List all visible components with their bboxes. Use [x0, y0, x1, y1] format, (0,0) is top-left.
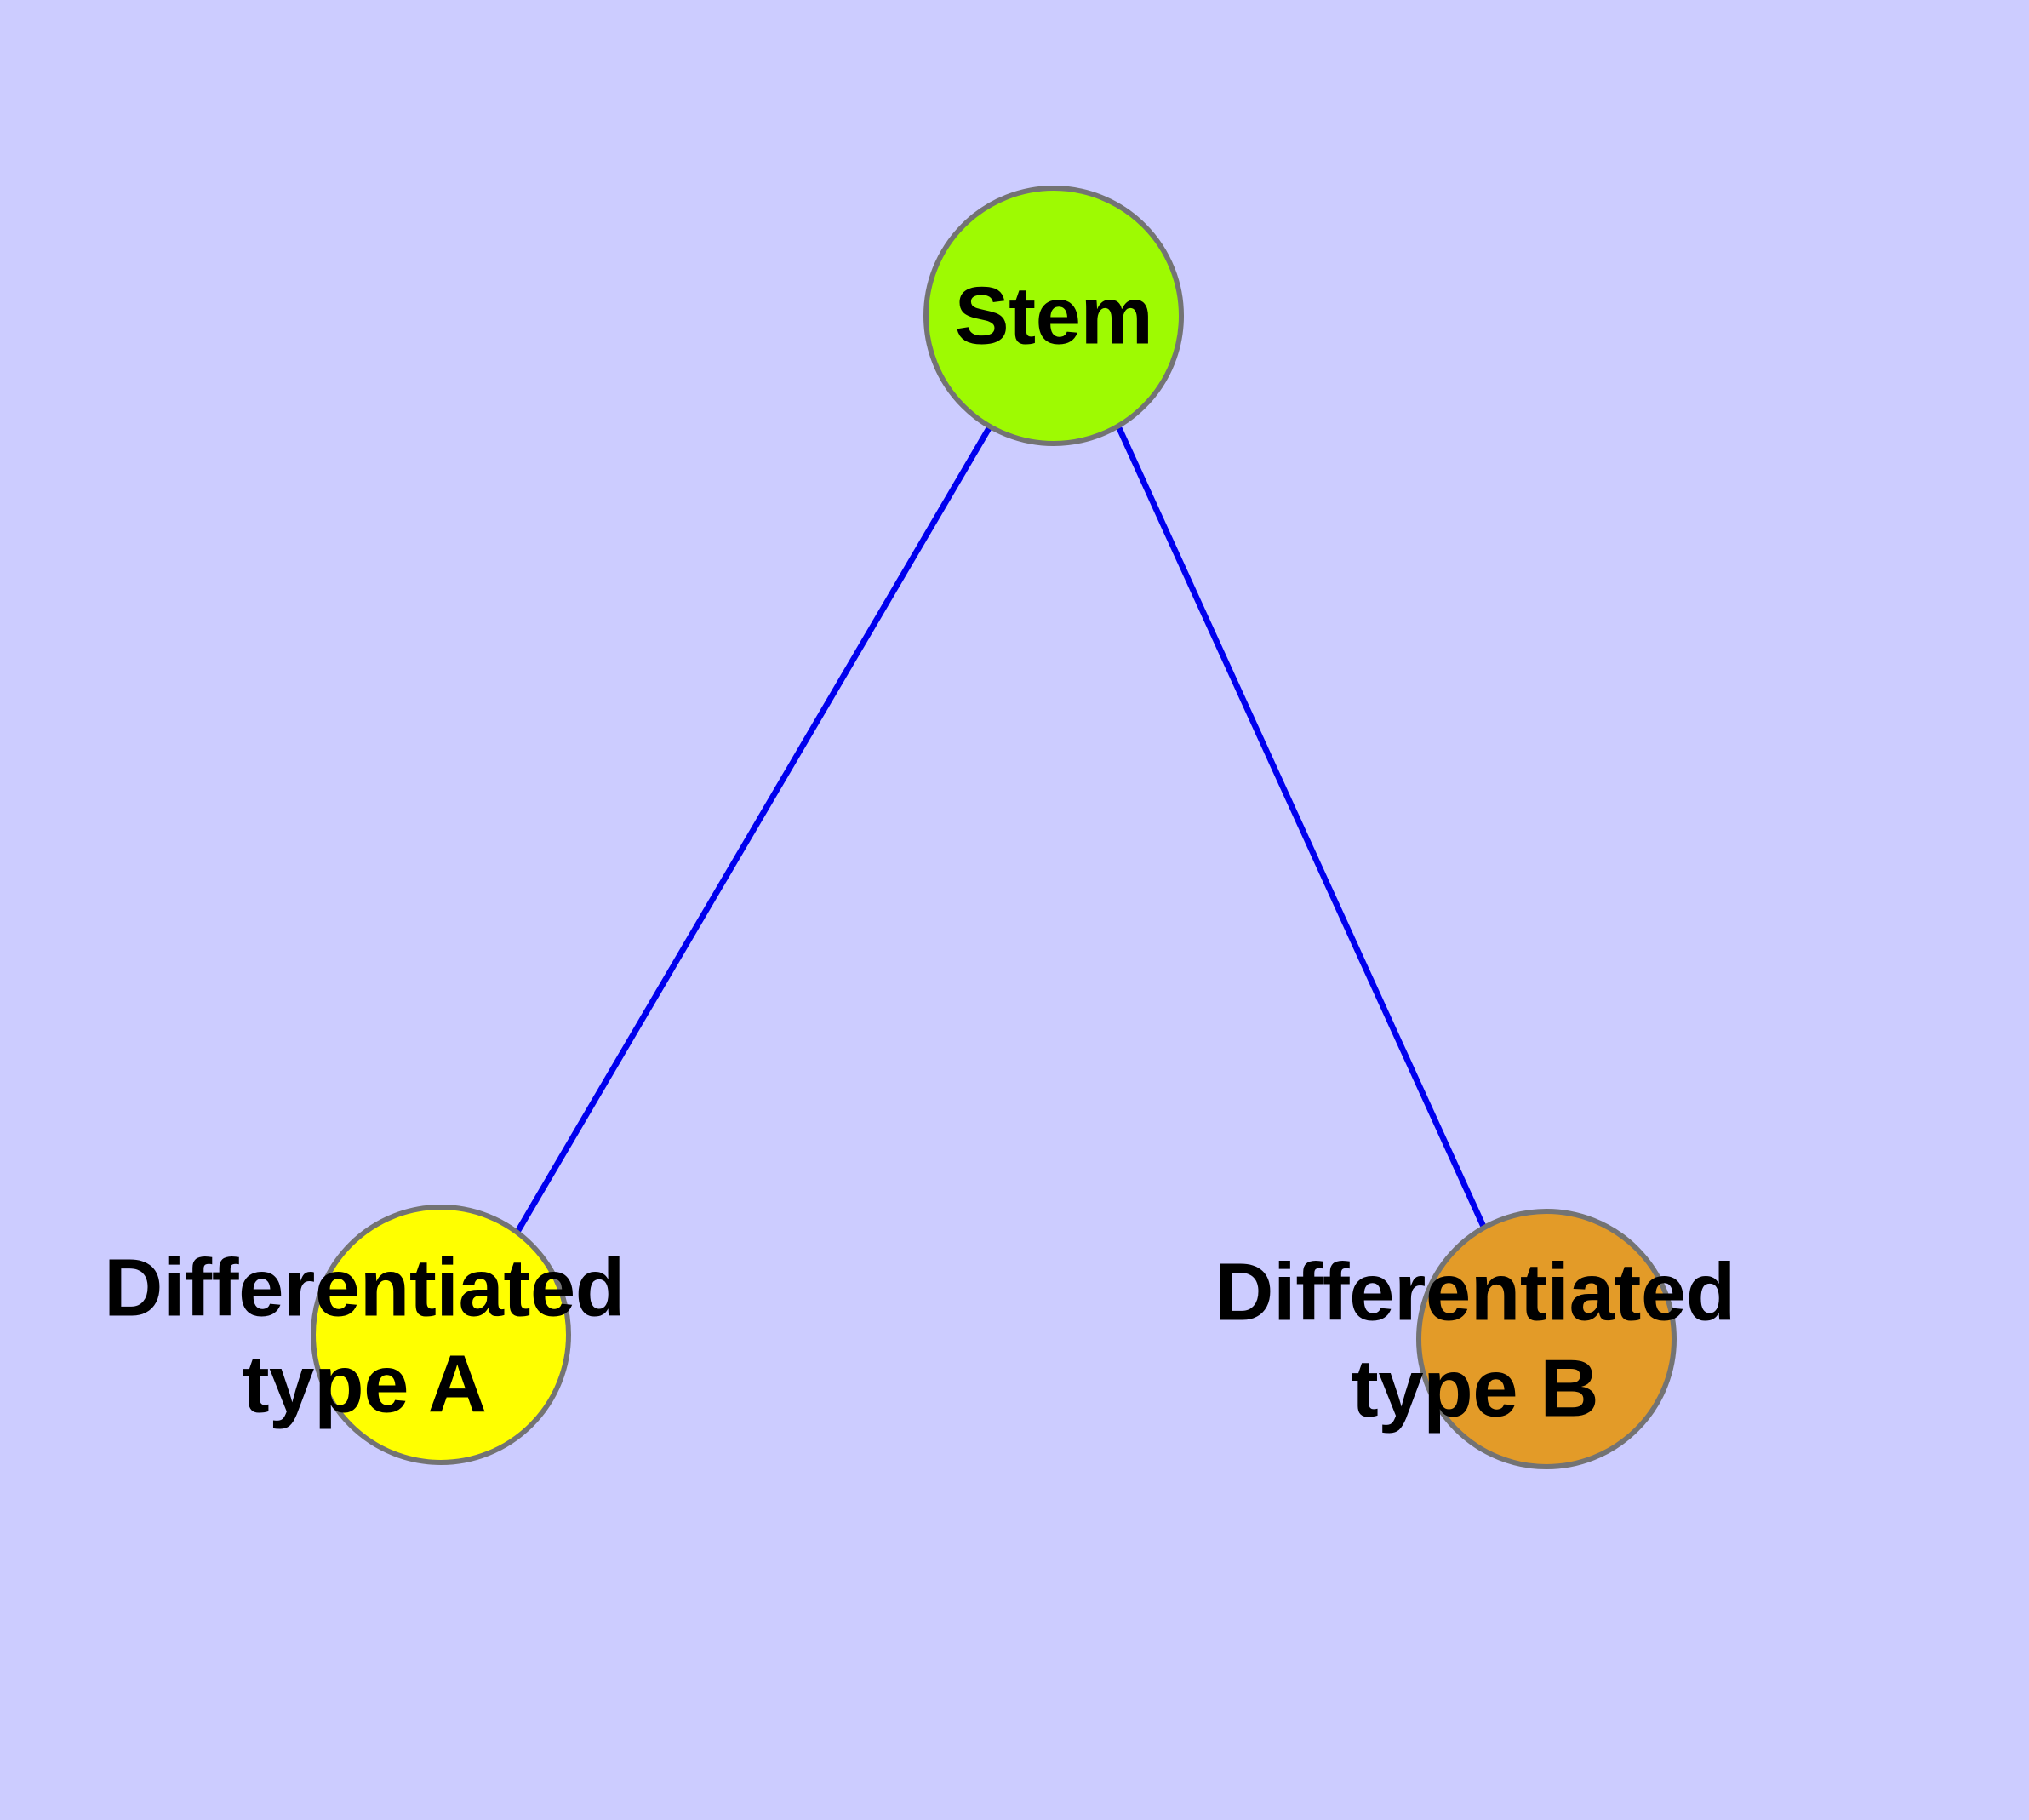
edges-group: [514, 426, 1488, 1233]
node-circle-differentiated-type-b[interactable]: [1416, 1209, 1677, 1469]
node-circle-stem[interactable]: [923, 186, 1184, 446]
edge-stem-to-type-a[interactable]: [514, 426, 992, 1233]
edge-stem-to-type-b[interactable]: [1116, 426, 1488, 1230]
node-circle-differentiated-type-a[interactable]: [311, 1205, 571, 1465]
nodes-group: [311, 186, 1677, 1469]
